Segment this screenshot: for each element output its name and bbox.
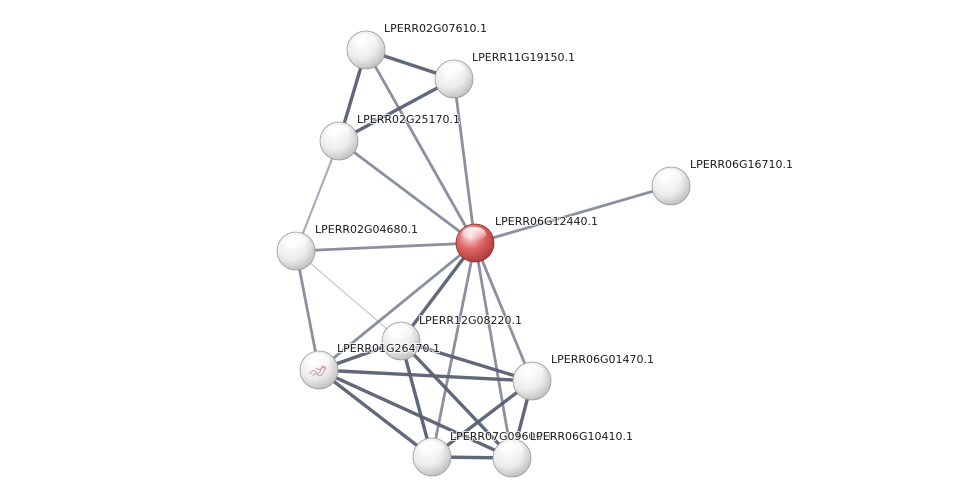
node-label: LPERR12G08220.1 <box>419 314 522 327</box>
protein-node[interactable] <box>492 438 532 478</box>
protein-node[interactable] <box>299 350 339 390</box>
node-label: LPERR11G19150.1 <box>472 51 575 64</box>
node-label: LPERR06G12440.1 <box>495 215 598 228</box>
node-highlight <box>441 63 465 77</box>
network-edge[interactable] <box>473 241 514 460</box>
network-edge[interactable] <box>294 249 321 372</box>
node-label: LPERR02G07610.1 <box>384 22 487 35</box>
protein-node[interactable] <box>412 437 452 477</box>
protein-node[interactable] <box>276 231 316 271</box>
node-label: LPERR02G25170.1 <box>357 113 460 126</box>
node-label: LPERR06G01470.1 <box>551 353 654 366</box>
network-edge[interactable] <box>399 339 434 459</box>
network-edge[interactable] <box>452 77 477 245</box>
node-label: LPERR06G10410.1 <box>530 430 633 443</box>
protein-structure-icon <box>309 365 327 377</box>
protein-node[interactable] <box>512 361 552 401</box>
network-edge[interactable] <box>399 241 477 343</box>
network-edge[interactable] <box>317 368 534 383</box>
edge-layer <box>294 48 673 460</box>
network-edge[interactable] <box>295 250 402 342</box>
query-protein-node[interactable] <box>455 223 495 263</box>
protein-node[interactable] <box>434 59 474 99</box>
node-highlight <box>499 442 523 456</box>
network-edge[interactable] <box>317 368 514 460</box>
network-edge[interactable] <box>364 48 477 245</box>
node-highlight <box>283 235 307 249</box>
label-layer: LPERR06G12440.1 LPERR02G07610.1LPERR11G19… <box>314 21 794 444</box>
protein-node[interactable] <box>319 121 359 161</box>
node-label: LPERR07G09600.1 <box>450 430 553 443</box>
protein-node[interactable] <box>381 321 421 361</box>
network-edge[interactable] <box>294 241 477 253</box>
network-edge[interactable] <box>399 339 514 460</box>
network-edge[interactable] <box>473 241 534 383</box>
network-edge[interactable] <box>294 139 341 253</box>
node-label: LPERR06G16710.1 <box>690 158 793 171</box>
network-edge[interactable] <box>430 379 534 459</box>
node-highlight <box>519 365 543 379</box>
network-edge[interactable] <box>430 241 477 459</box>
network-edge[interactable] <box>473 184 673 245</box>
network-edge[interactable] <box>317 368 434 459</box>
node-highlight <box>306 354 330 368</box>
node-layer <box>276 30 691 478</box>
network-edge[interactable] <box>399 339 534 383</box>
node-highlight <box>658 170 682 184</box>
network-edge[interactable] <box>317 241 477 372</box>
protein-node[interactable] <box>346 30 386 70</box>
node-label: LPERR02G04680.1 <box>315 223 418 236</box>
node-highlight <box>419 441 443 455</box>
node-highlight <box>462 227 486 241</box>
node-highlight <box>388 325 412 339</box>
network-edge[interactable] <box>337 139 477 245</box>
protein-node[interactable] <box>651 166 691 206</box>
network-edge[interactable] <box>337 77 456 143</box>
node-label: LPERR01G26470.1 <box>337 342 440 355</box>
node-highlight <box>353 34 377 48</box>
node-highlight <box>326 125 350 139</box>
